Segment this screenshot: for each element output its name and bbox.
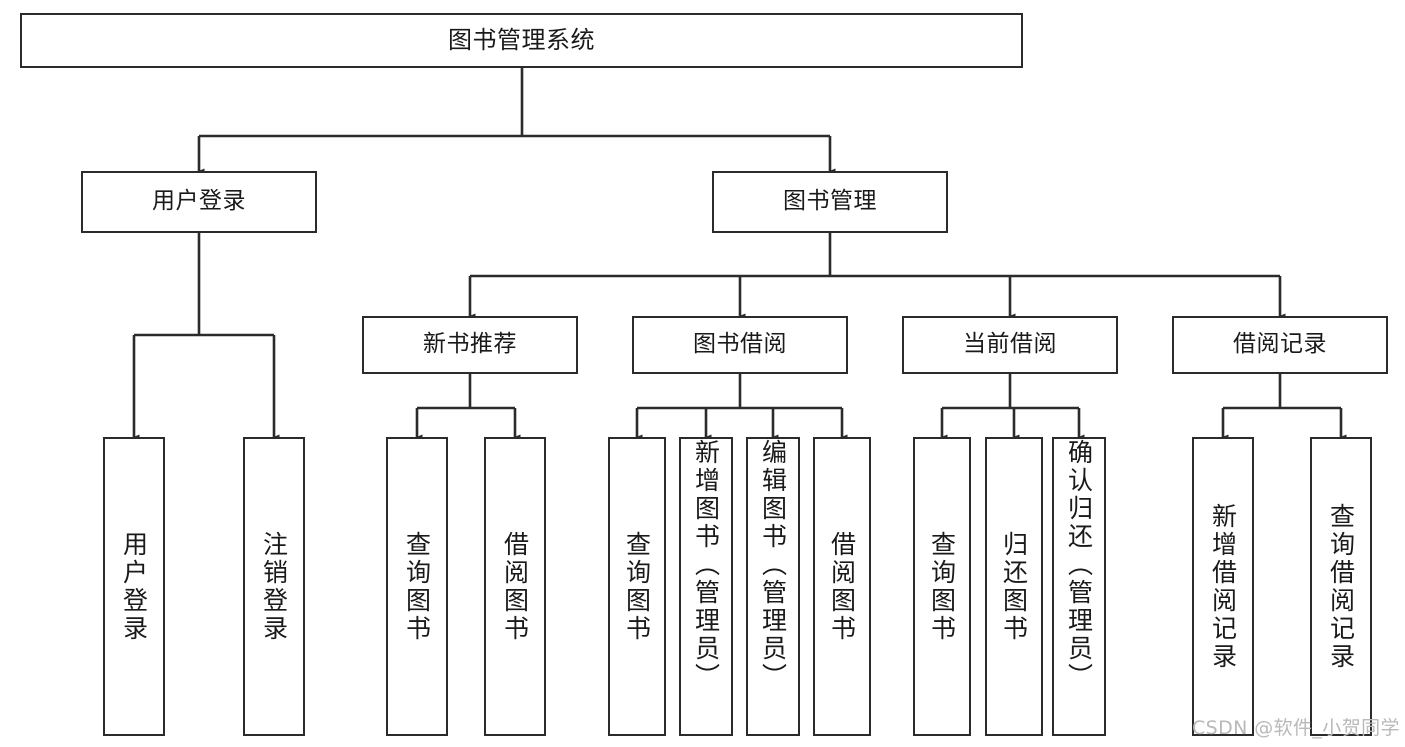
node-book-borrow-label: 图书借阅 [693, 331, 787, 358]
node-book-borrow[interactable]: 图书借阅 [632, 316, 848, 374]
node-borrow-record[interactable]: 借阅记录 [1172, 316, 1388, 374]
node-user-login-label: 用户登录 [152, 188, 246, 215]
node-leaf-edit-book[interactable]: 编辑图书（管理员） [746, 437, 800, 736]
node-leaf-query-book-1-label: 查询图书 [402, 530, 432, 643]
node-leaf-user-logout-label: 注销登录 [259, 530, 289, 643]
node-root-system[interactable]: 图书管理系统 [20, 13, 1023, 68]
node-book-manage[interactable]: 图书管理 [712, 171, 948, 233]
node-borrow-record-label: 借阅记录 [1233, 331, 1327, 358]
node-leaf-query-book-2-label: 查询图书 [622, 530, 652, 643]
node-leaf-confirm-return[interactable]: 确认归还（管理员） [1052, 437, 1106, 736]
node-leaf-return-book-label: 归还图书 [999, 530, 1029, 643]
node-leaf-query-borrow-record[interactable]: 查询借阅记录 [1310, 437, 1372, 736]
node-user-login[interactable]: 用户登录 [81, 171, 317, 233]
node-new-book-recommend-label: 新书推荐 [423, 331, 517, 358]
node-leaf-edit-book-label: 编辑图书（管理员） [758, 439, 788, 691]
node-current-borrow[interactable]: 当前借阅 [902, 316, 1118, 374]
node-leaf-confirm-return-label: 确认归还（管理员） [1064, 439, 1094, 691]
edge-group [128, 68, 1347, 444]
node-leaf-borrow-book-1[interactable]: 借阅图书 [484, 437, 546, 736]
node-leaf-return-book[interactable]: 归还图书 [985, 437, 1043, 736]
node-leaf-add-book[interactable]: 新增图书（管理员） [679, 437, 733, 736]
node-leaf-add-book-label: 新增图书（管理员） [691, 439, 721, 691]
node-leaf-borrow-book-1-label: 借阅图书 [500, 530, 530, 643]
node-leaf-query-borrow-record-label: 查询借阅记录 [1326, 502, 1356, 671]
node-leaf-query-book-2[interactable]: 查询图书 [608, 437, 666, 736]
node-root-system-label: 图书管理系统 [448, 26, 595, 55]
node-leaf-query-book-3-label: 查询图书 [927, 530, 957, 643]
node-leaf-borrow-book-2-label: 借阅图书 [827, 530, 857, 643]
node-leaf-user-login[interactable]: 用户登录 [103, 437, 165, 736]
node-new-book-recommend[interactable]: 新书推荐 [362, 316, 578, 374]
node-book-manage-label: 图书管理 [783, 188, 877, 215]
node-leaf-user-login-label: 用户登录 [119, 530, 149, 643]
node-leaf-add-borrow-record[interactable]: 新增借阅记录 [1192, 437, 1254, 736]
node-leaf-borrow-book-2[interactable]: 借阅图书 [813, 437, 871, 736]
node-leaf-query-book-1[interactable]: 查询图书 [386, 437, 448, 736]
node-leaf-user-logout[interactable]: 注销登录 [243, 437, 305, 736]
node-leaf-query-book-3[interactable]: 查询图书 [913, 437, 971, 736]
node-current-borrow-label: 当前借阅 [963, 331, 1057, 358]
node-leaf-add-borrow-record-label: 新增借阅记录 [1208, 502, 1238, 671]
